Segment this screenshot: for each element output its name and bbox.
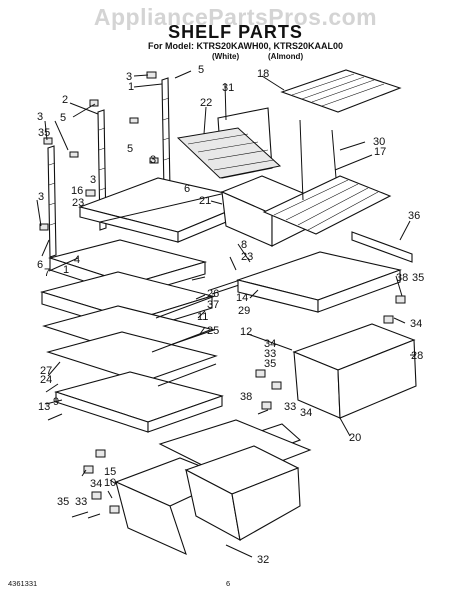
callout-34: 34: [90, 478, 102, 490]
bracket-cap: [85, 189, 96, 197]
roller: [83, 465, 94, 474]
callout-36: 36: [408, 210, 420, 222]
callout-labels: 1123333345556678910111213141516171820212…: [37, 64, 424, 566]
callout-34: 34: [300, 407, 312, 419]
callout-24: 24: [40, 374, 52, 386]
callout-35: 35: [264, 358, 276, 370]
diagram-title: SHELF PARTS: [168, 22, 303, 42]
callout-21: 21: [199, 195, 211, 207]
callout-10: 10: [104, 477, 116, 489]
lower-wire-shelf: [262, 175, 392, 235]
roller: [95, 449, 106, 458]
bracket-cap: [43, 137, 53, 145]
callout-31: 31: [222, 82, 234, 94]
callout-38: 38: [396, 272, 408, 284]
callout-7: 7: [44, 267, 50, 279]
screw-clip: [129, 117, 139, 124]
footer-part-number: 4361331: [8, 579, 38, 588]
callout-29: 29: [238, 305, 250, 317]
callout-26: 26: [207, 288, 219, 300]
wire-shelves: [262, 69, 402, 235]
callout-5: 5: [127, 143, 133, 155]
callout-6: 6: [37, 259, 43, 271]
roller: [261, 401, 272, 410]
callout-15: 15: [104, 466, 116, 478]
callout-12: 12: [240, 326, 252, 338]
model-line: For Model: KTRS20KAWH00, KTRS20KAAL00: [148, 41, 344, 51]
callout-13: 13: [38, 401, 50, 413]
callout-37: 37: [207, 299, 219, 311]
callout-3: 3: [90, 174, 96, 186]
bracket-cap: [39, 223, 49, 231]
callout-25: 25: [207, 325, 219, 337]
footer-page-number: 6: [226, 579, 231, 588]
shelf-side-trim: [317, 269, 401, 313]
middle-right-shelf: [236, 231, 413, 313]
top-wire-shelf: [280, 69, 402, 113]
callout-17: 17: [374, 146, 386, 158]
callout-1: 1: [63, 264, 69, 276]
callout-35: 35: [57, 496, 69, 508]
center-right-rail: [161, 77, 171, 193]
bracket-cap: [89, 99, 99, 107]
callout-16: 16: [71, 185, 83, 197]
callout-23: 23: [241, 251, 253, 263]
meat-drawer-side: [337, 339, 417, 419]
middle-left-shelves: [39, 239, 224, 433]
callout-3: 3: [126, 71, 132, 83]
roller: [383, 315, 394, 324]
variant-almond: (Almond): [268, 52, 304, 61]
callout-3: 3: [38, 191, 44, 203]
callout-33: 33: [284, 401, 296, 413]
callout-3: 3: [37, 111, 43, 123]
callout-35: 35: [38, 127, 50, 139]
callout-18: 18: [257, 68, 269, 80]
callout-28: 28: [411, 350, 423, 362]
callout-33: 33: [264, 348, 276, 360]
leader-lines: [36, 70, 416, 558]
callout-27: 27: [40, 365, 52, 377]
crisper-drawer-right-side: [231, 467, 301, 541]
roller: [271, 381, 282, 390]
callout-5: 5: [198, 64, 204, 76]
roller: [91, 491, 102, 500]
roller: [255, 369, 266, 378]
callout-38: 38: [240, 391, 252, 403]
callout-33: 33: [75, 496, 87, 508]
rollers-and-screws: [83, 295, 406, 519]
screw-clip: [149, 157, 159, 164]
callout-30: 30: [373, 136, 385, 148]
drawers: [114, 323, 417, 556]
left-side-rail: [47, 145, 57, 258]
callout-32: 32: [257, 554, 269, 566]
shelf-side-trim: [147, 395, 223, 433]
callout-22: 22: [200, 97, 212, 109]
crisper-cover-grid: [176, 127, 282, 179]
roller: [109, 505, 120, 514]
callout-20: 20: [349, 432, 361, 444]
callout-6: 6: [184, 183, 190, 195]
callout-35: 35: [412, 272, 424, 284]
variant-white: (White): [212, 52, 240, 61]
callout-9: 9: [53, 396, 59, 408]
callout-2: 2: [62, 94, 68, 106]
callout-8: 8: [241, 239, 247, 251]
roller: [395, 295, 406, 304]
callout-34: 34: [410, 318, 422, 330]
callout-1: 1: [128, 81, 134, 93]
callout-11: 11: [197, 311, 208, 323]
side-bracket: [351, 231, 413, 263]
callout-3: 3: [150, 154, 156, 166]
shelf-frame: [46, 331, 218, 383]
callout-14: 14: [236, 292, 248, 304]
watermark: AppliancePartsPros.com: [93, 4, 378, 30]
callout-23: 23: [72, 197, 84, 209]
callout-4: 4: [74, 254, 80, 266]
bracket-cap: [146, 71, 157, 79]
callout-5: 5: [60, 112, 66, 124]
screw-clip: [69, 151, 79, 158]
callout-34: 34: [264, 338, 276, 350]
crisper-drawer-left-front: [115, 481, 187, 556]
